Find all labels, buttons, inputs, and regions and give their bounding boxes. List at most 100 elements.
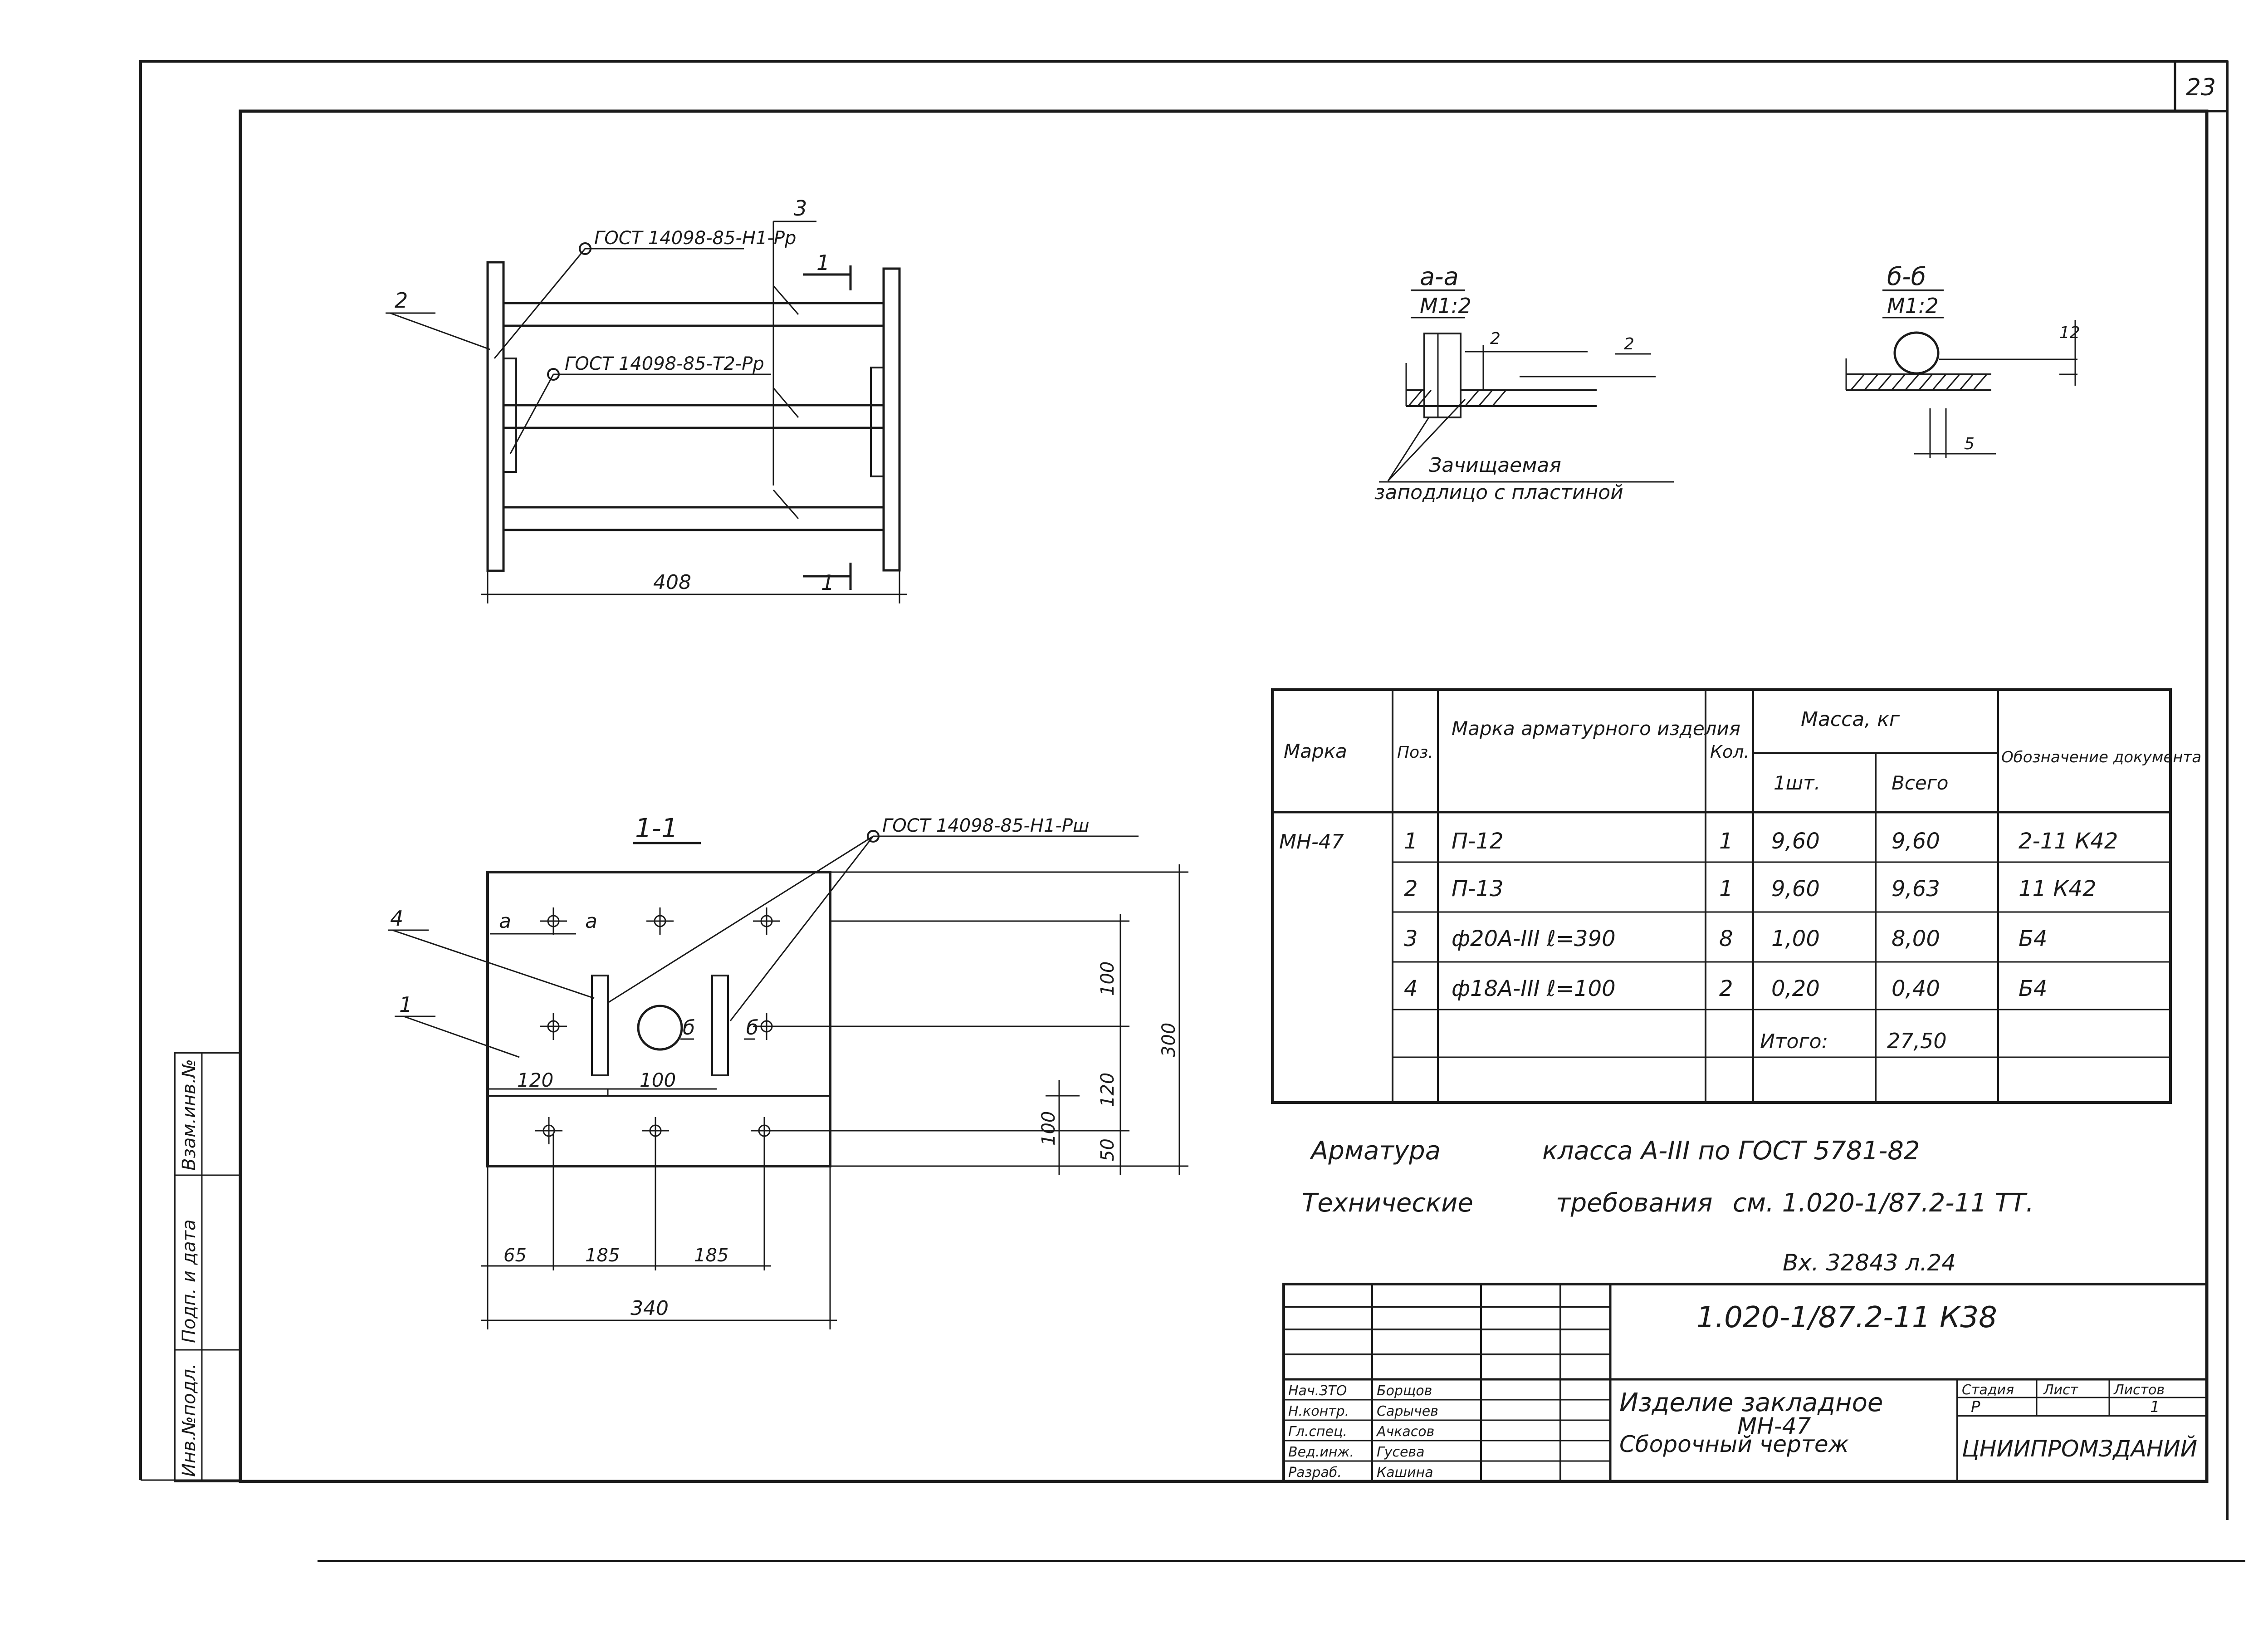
section-bb — [1845, 289, 2077, 458]
section-bb-dim-h: 12 — [2059, 324, 2080, 342]
title-organization: ЦНИИПРОМЗДАНИЙ — [1962, 1435, 2197, 1462]
view-11-dim-185a: 185 — [585, 1245, 620, 1266]
section-aa-dim-gap: 2 — [1490, 329, 1501, 348]
spec-row-qty: 8 — [1719, 926, 1733, 951]
spec-row-mass-unit: 9,60 — [1771, 876, 1820, 902]
note-requirements-b: требования — [1556, 1188, 1712, 1218]
view-11-dim-120: 120 — [517, 1069, 553, 1091]
spec-row-pos: 3 — [1404, 926, 1418, 951]
spec-table — [1271, 688, 2172, 1104]
view-11-weld-callout: ГОСТ 14098-85-Н1-Рш — [882, 815, 1090, 836]
side-stamp-sign: Подп. и дата — [179, 1220, 200, 1343]
title-name-line2: МН-47 — [1737, 1413, 1811, 1439]
spec-row-product: ф20А-III ℓ=390 — [1452, 926, 1616, 951]
spec-row-mass-unit: 9,60 — [1771, 829, 1820, 854]
side-stamp: Инв.№подл. Подп. и дата Взам.инв.№ — [174, 1052, 241, 1482]
signer-name: Кашина — [1377, 1465, 1433, 1481]
plan-view — [386, 221, 907, 603]
spec-header-pos: Поз. — [1397, 743, 1433, 762]
view-11-dim-v100-bot: 100 — [1038, 1111, 1059, 1146]
section-aa-scale: М1:2 — [1420, 294, 1471, 318]
note-requirements-a: Технические — [1302, 1188, 1473, 1218]
spec-row-product: П-13 — [1452, 876, 1504, 902]
section-aa-note-1: Зачищаемая — [1429, 454, 1561, 477]
view-11-dim-100: 100 — [640, 1069, 676, 1091]
section-aa-note-2: заподлицо с пластиной — [1374, 481, 1623, 504]
signer-name: Сарычев — [1377, 1403, 1438, 1419]
view-11-dim-185b: 185 — [694, 1245, 728, 1266]
title-name-line1: Изделие закладное — [1619, 1388, 1883, 1417]
note-reinforcement-a: Арматура — [1310, 1136, 1441, 1166]
section-aa — [1379, 289, 1674, 483]
spec-row-mass-total: 9,63 — [1892, 876, 1940, 902]
spec-header-mark: Марка — [1284, 740, 1347, 762]
section-aa-title: а-а — [1420, 262, 1459, 291]
spec-element-mark: МН-47 — [1279, 830, 1344, 853]
spec-header-doc: Обозначение документа — [2001, 748, 2201, 766]
spec-row-mass-total: 8,00 — [1892, 926, 1940, 951]
signer-name: Борщов — [1377, 1383, 1432, 1399]
view-11-title: 1-1 — [635, 813, 678, 843]
signer-name: Гусева — [1377, 1444, 1424, 1460]
plan-position-2: 2 — [395, 288, 408, 313]
spec-row-pos: 2 — [1404, 876, 1418, 902]
view-11-position-1: 1 — [399, 992, 412, 1017]
signer-name: Ачкасов — [1376, 1424, 1434, 1440]
section-aa-dim-h: 2 — [1624, 335, 1634, 353]
spec-row-mass-total: 9,60 — [1892, 829, 1940, 854]
view-11-mark-b2: б — [746, 1016, 758, 1040]
title-stage-value: Р — [1971, 1398, 1980, 1416]
sheet-frame — [139, 60, 2245, 1562]
view-11-dim-v100-top: 100 — [1097, 961, 1118, 996]
spec-header-qty: Кол. — [1710, 742, 1750, 762]
spec-row-doc: 2-11 К42 — [2019, 829, 2118, 854]
spec-header-mass-unit: 1шт. — [1774, 772, 1820, 794]
signer-role: Н.контр. — [1288, 1403, 1349, 1419]
inventory-stamp: Вх. 32843 л.24 — [1783, 1250, 1956, 1276]
section-bb-scale: М1:2 — [1887, 294, 1939, 318]
view-11-mark-a2: а — [585, 910, 597, 933]
side-stamp-replace: Взам.инв.№ — [179, 1059, 200, 1171]
spec-header-mass-total: Всего — [1892, 772, 1949, 794]
view-11-position-4: 4 — [390, 906, 403, 931]
title-block — [1282, 1283, 2208, 1483]
spec-total-value: 27,50 — [1887, 1029, 1947, 1053]
signer-role: Гл.спец. — [1288, 1424, 1347, 1440]
plan-section-mark-bottom: 1 — [821, 570, 834, 595]
spec-row-product: ф18А-III ℓ=100 — [1452, 976, 1616, 1001]
title-sheet-header: Лист — [2043, 1382, 2079, 1398]
spec-header-product: Марка арматурного изделия — [1452, 717, 1740, 740]
note-requirements-c: см. 1.020-1/87.2-11 ТТ. — [1733, 1188, 2034, 1218]
section-bb-title: б-б — [1887, 262, 1926, 291]
title-name-line3: Сборочный чертеж — [1619, 1431, 1849, 1457]
spec-header-mass: Масса, кг — [1801, 708, 1900, 731]
spec-row-qty: 2 — [1719, 976, 1733, 1001]
spec-row-mass-unit: 0,20 — [1771, 976, 1820, 1001]
view-1-1 — [388, 830, 1188, 1329]
signer-role: Вед.инж. — [1288, 1444, 1354, 1460]
spec-row-mass-total: 0,40 — [1892, 976, 1940, 1001]
signer-role: Нач.ЗТО — [1288, 1383, 1347, 1399]
title-sheets-value: 1 — [2150, 1398, 2160, 1416]
plan-section-mark-top: 1 — [816, 250, 830, 275]
note-reinforcement-b: класса А-III по ГОСТ 5781-82 — [1542, 1136, 1920, 1166]
view-11-dim-v120: 120 — [1097, 1073, 1118, 1107]
spec-row-doc: Б4 — [2019, 926, 2047, 951]
signer-role: Разраб. — [1288, 1465, 1342, 1481]
page-number: 23 — [2186, 74, 2216, 101]
spec-row-doc: 11 К42 — [2019, 876, 2097, 902]
spec-row-pos: 4 — [1404, 976, 1418, 1001]
view-11-dim-65: 65 — [503, 1245, 527, 1266]
plan-weld-callout-1: ГОСТ 14098-85-Н1-Рр — [594, 228, 796, 249]
view-11-dim-v50: 50 — [1097, 1138, 1118, 1162]
spec-row-qty: 1 — [1719, 876, 1733, 902]
section-bb-dim-w: 5 — [1964, 435, 1975, 453]
view-11-mark-a1: а — [499, 910, 511, 933]
spec-total-label: Итого: — [1760, 1030, 1828, 1053]
plan-weld-callout-2: ГОСТ 14098-85-Т2-Рр — [565, 353, 764, 374]
title-sheets-header: Листов — [2113, 1382, 2165, 1398]
title-stage-header: Стадия — [1962, 1382, 2014, 1398]
spec-row-doc: Б4 — [2019, 976, 2047, 1001]
